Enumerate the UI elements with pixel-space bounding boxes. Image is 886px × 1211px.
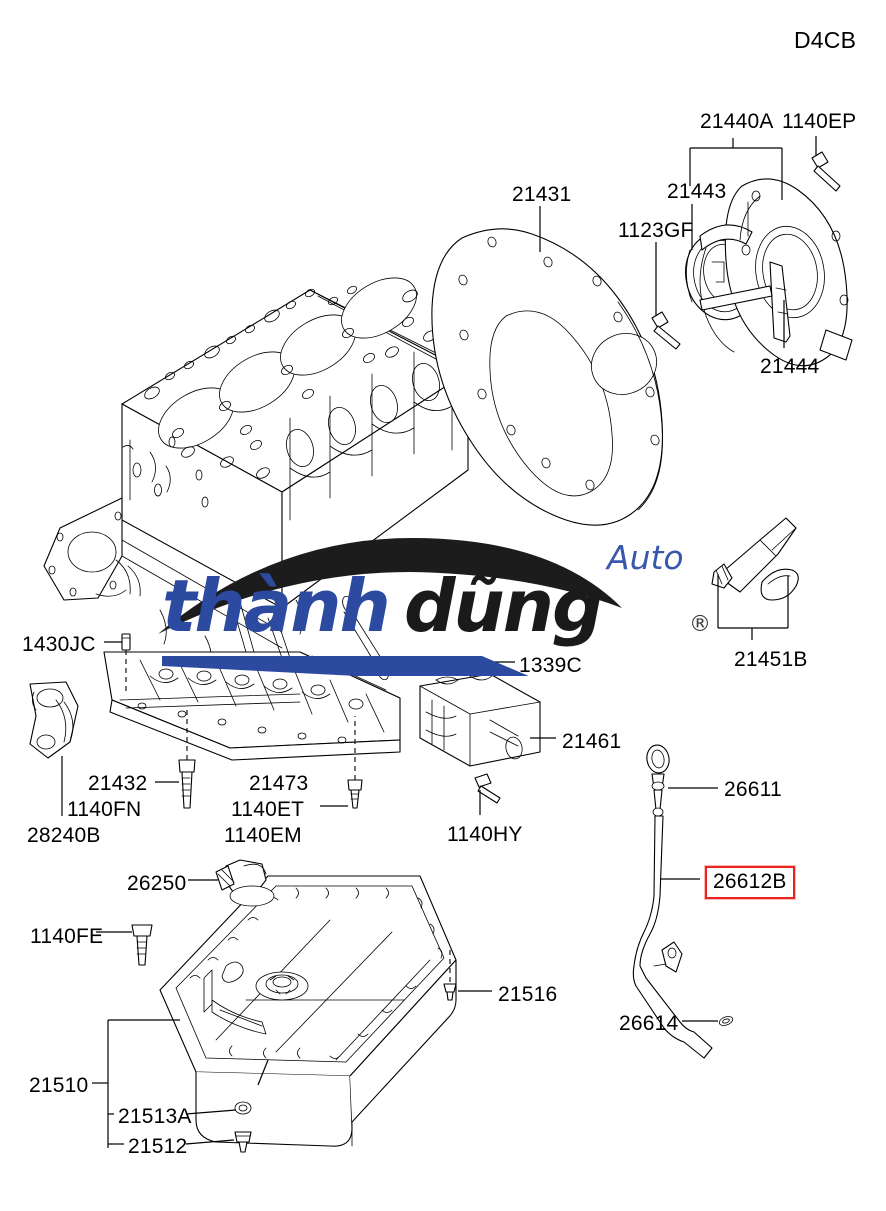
oil-pan-21510: [159, 875, 457, 1147]
bolt-1140FE: [131, 924, 153, 966]
label-21516: 21516: [498, 983, 558, 1006]
label-1140EM: 1140EM: [224, 824, 302, 847]
label-21473: 21473: [249, 772, 309, 795]
label-21431: 21431: [512, 183, 572, 206]
dipstick-and-guide-tube: [632, 744, 713, 1059]
sealant-tube-21451B: [711, 517, 799, 601]
label-1123GF: 1123GF: [618, 219, 694, 242]
bolt-1140ET: [347, 779, 363, 809]
page-title-engine-code: D4CB: [794, 27, 857, 53]
label-1140HY: 1140HY: [447, 823, 523, 846]
label-1140EP: 1140EP: [782, 110, 857, 133]
leader-lines: [61, 136, 817, 1148]
label-21451B: 21451B: [734, 648, 808, 671]
label-21512: 21512: [128, 1135, 188, 1158]
label-26614: 26614: [619, 1012, 679, 1035]
label-26611: 26611: [724, 778, 782, 801]
label-28240B: 28240B: [27, 824, 101, 847]
drain-plug-assembly: [234, 1101, 252, 1153]
bolt-1140HY: [474, 773, 501, 804]
label-21444: 21444: [760, 355, 820, 378]
bolt-1339C: [459, 656, 473, 668]
rear-housing-bracket-21444: [699, 261, 791, 343]
ladder-frame-21432: [103, 601, 401, 761]
label-21461: 21461: [562, 730, 622, 753]
label-26250: 26250: [127, 872, 187, 895]
label-21513A: 21513A: [118, 1105, 192, 1128]
oil-filler-fitting-26250: [215, 859, 275, 907]
label-1140FN: 1140FN: [67, 798, 142, 821]
label-1430JC: 1430JC: [22, 633, 96, 656]
label-1140ET: 1140ET: [231, 798, 305, 821]
bolt-1140EP: [811, 151, 841, 192]
rear-plate-gasket-21431: [431, 228, 664, 526]
bolt-1140FN: [178, 759, 196, 809]
bolt-1123GF: [651, 311, 681, 350]
cylinder-block-drawing: [43, 277, 471, 693]
oil-jet-21461: [419, 672, 541, 767]
dowel-pin-1430JC: [121, 633, 131, 651]
bolt-21516: [443, 983, 457, 1001]
label-21440A: 21440A: [700, 110, 774, 133]
label-26612B-highlighted: 26612B: [705, 866, 795, 899]
label-21432: 21432: [88, 772, 148, 795]
label-21510: 21510: [29, 1074, 89, 1097]
label-1140FE: 1140FE: [30, 925, 104, 948]
label-21443: 21443: [667, 180, 727, 203]
label-1339C: 1339C: [519, 654, 582, 677]
o-ring-26614: [718, 1016, 734, 1026]
oil-return-bracket-28240B: [29, 681, 79, 759]
